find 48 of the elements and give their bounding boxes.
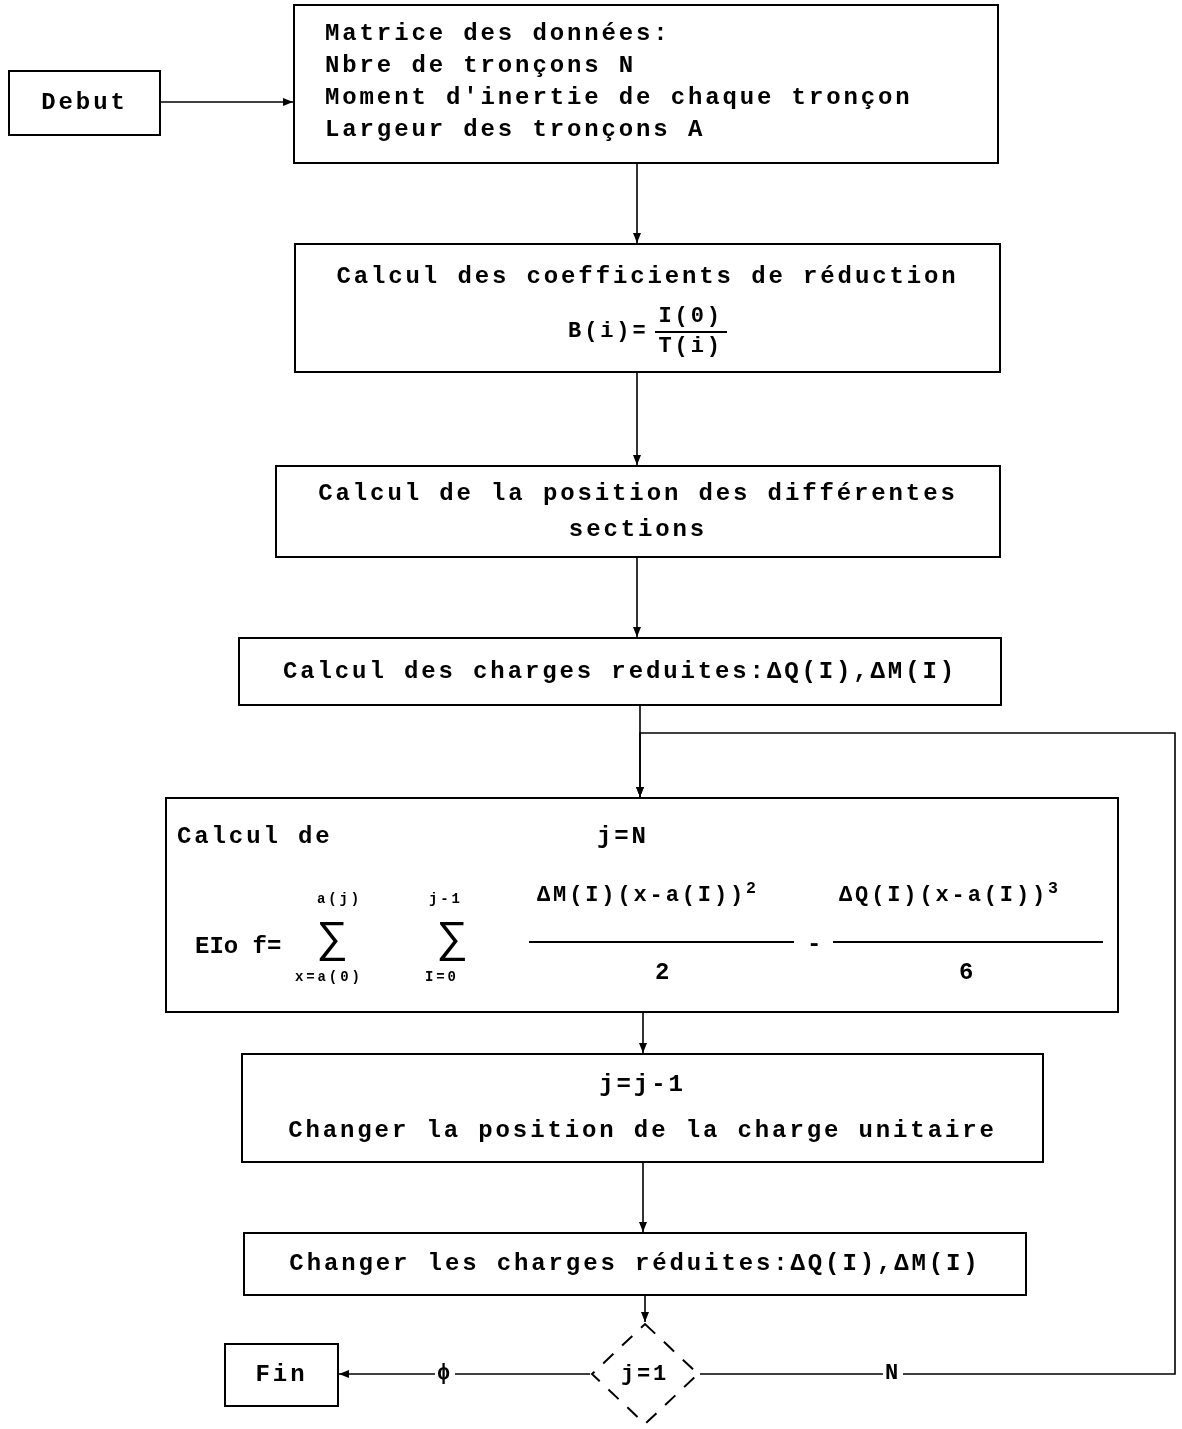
box-text: Fin [255, 1360, 308, 1390]
formula-text: B(i)= [568, 318, 649, 346]
sum-bound: x=a(0) [295, 968, 363, 987]
arrow [633, 163, 641, 244]
sum-bound: I=0 [425, 968, 459, 987]
sum-symbol: ∑ [439, 917, 469, 961]
box-text: Largeur des tronçons A [325, 115, 707, 145]
box-text: Changer la position de la charge unitaire [288, 1116, 997, 1146]
minus-sign: - [807, 930, 825, 960]
box-text: Calcul des coefficients de réduction [336, 262, 959, 292]
arrow [636, 732, 1176, 1375]
numerator: I(0) [654, 303, 727, 333]
box-text: Nbre de tronçons N [325, 51, 638, 81]
box-text: Matrice des données: [325, 19, 672, 49]
process-box [293, 4, 999, 164]
process-box [8, 70, 161, 136]
numerator: ΔQ(I)(x-a(I))$^{3}$ [839, 879, 1061, 910]
arrow [639, 1012, 647, 1054]
arrow [633, 557, 641, 638]
box-text: j=j-1 [599, 1070, 686, 1100]
arrow [633, 372, 641, 466]
numerator: ΔM(I)(x-a(I))$^{2}$ [537, 879, 759, 910]
box-text: Calcul des charges reduites:ΔQ(I),ΔM(I) [283, 656, 957, 687]
edge-label: ϕ [434, 1363, 456, 1385]
process-box [238, 637, 1002, 706]
process-box [241, 1053, 1044, 1163]
process-box [275, 465, 1001, 558]
arrow [639, 1162, 647, 1233]
box-text: Debut [41, 88, 128, 118]
denominator: 2 [655, 958, 673, 988]
sum-symbol: ∑ [319, 917, 349, 961]
denominator: T(i) [658, 332, 723, 360]
arrow [160, 98, 294, 106]
process-box [243, 1232, 1027, 1296]
process-box [294, 243, 1001, 373]
sum-bound: j-1 [429, 890, 463, 909]
process-box [224, 1343, 339, 1407]
arrow [338, 1370, 591, 1378]
sum-bound: a(j) [317, 890, 363, 909]
formula-text: Calcul de [177, 822, 333, 852]
denominator: 6 [959, 958, 977, 988]
process-box [165, 797, 1119, 1013]
formula-text: EIo f= [195, 932, 282, 962]
box-text: Calcul de la position des différentes sections [317, 478, 959, 545]
formula-text: j=N [597, 822, 649, 852]
box-text: Moment d'inertie de chaque tronçon [325, 83, 914, 113]
arrow [641, 1295, 649, 1323]
box-text: Changer les charges réduites:ΔQ(I),ΔM(I) [289, 1249, 981, 1279]
